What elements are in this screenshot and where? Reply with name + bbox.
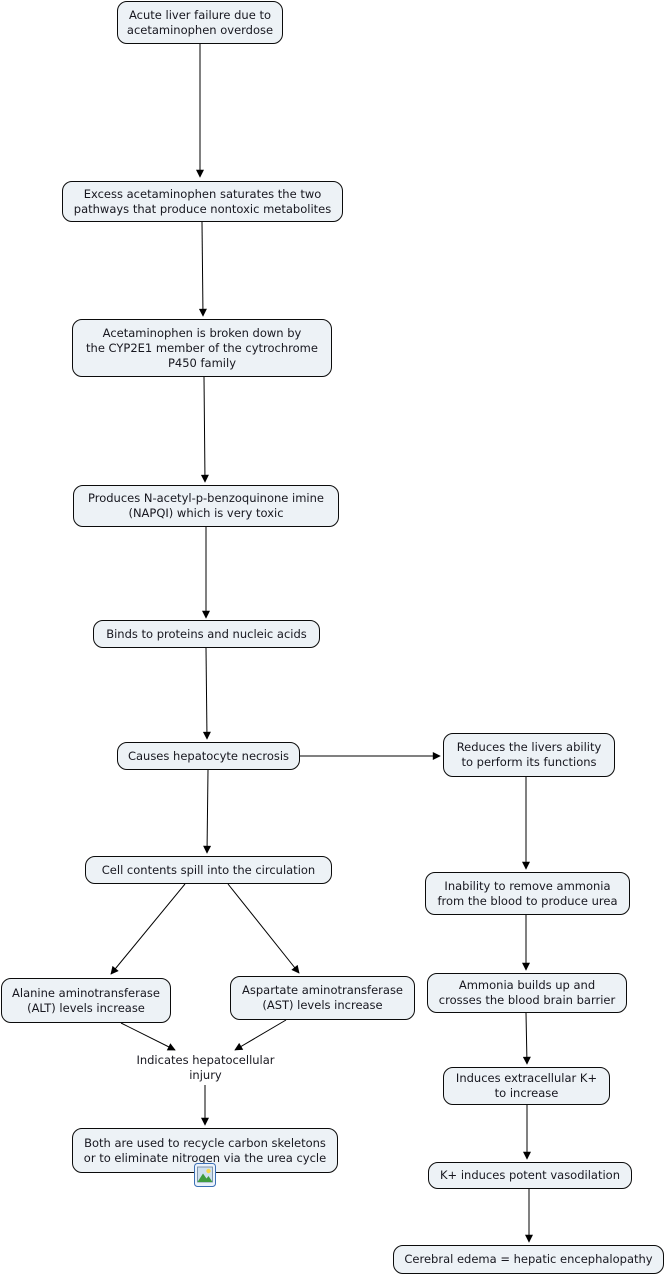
- edge-n3-n4: [200, 376, 209, 483]
- image-icon[interactable]: [194, 1163, 216, 1187]
- node-reduced-liver-function: Reduces the livers ability to perform it…: [443, 733, 615, 777]
- node-binds-proteins: Binds to proteins and nucleic acids: [93, 620, 320, 648]
- edge-n7-n8: [110, 883, 186, 975]
- node-hepatocyte-necrosis: Causes hepatocyte necrosis: [117, 742, 300, 770]
- edge-n7-n9: [227, 883, 300, 974]
- node-ast-increase: Aspartate aminotransferase (AST) levels …: [230, 976, 415, 1020]
- node-k-vasodilation: K+ induces potent vasodilation: [428, 1162, 632, 1189]
- node-ammonia-buildup: Ammonia builds up and crosses the blood …: [427, 973, 627, 1013]
- edge-n6-n7: [203, 769, 212, 854]
- edge-r3-r4: [522, 1012, 531, 1065]
- node-extracellular-k-increase: Induces extracellular K+ to increase: [443, 1067, 610, 1105]
- node-cerebral-edema: Cerebral edema = hepatic encephalopathy: [393, 1245, 664, 1274]
- edge-n5-n6: [202, 647, 211, 740]
- edge-n8-n10: [120, 1022, 176, 1051]
- node-napqi-production: Produces N-acetyl-p-benzoquinone imine (…: [73, 485, 339, 527]
- edge-n9-n10: [234, 1019, 287, 1051]
- node-saturates-pathways: Excess acetaminophen saturates the two p…: [62, 181, 343, 222]
- edge-n2-n3: [198, 221, 207, 317]
- node-cyp2e1-breakdown: Acetaminophen is broken down by the CYP2…: [72, 319, 332, 377]
- node-alt-increase: Alanine aminotransferase (ALT) levels in…: [1, 978, 171, 1023]
- node-acute-liver-failure: Acute liver failure due to acetaminophen…: [117, 1, 283, 44]
- node-cell-contents-spill: Cell contents spill into the circulation: [85, 856, 332, 884]
- label-hepatocellular-injury: Indicates hepatocellular injury: [136, 1053, 275, 1082]
- node-recycle-carbon-skeletons: Both are used to recycle carbon skeleton…: [72, 1128, 338, 1173]
- node-ammonia-removal-inability: Inability to remove ammonia from the blo…: [425, 872, 630, 915]
